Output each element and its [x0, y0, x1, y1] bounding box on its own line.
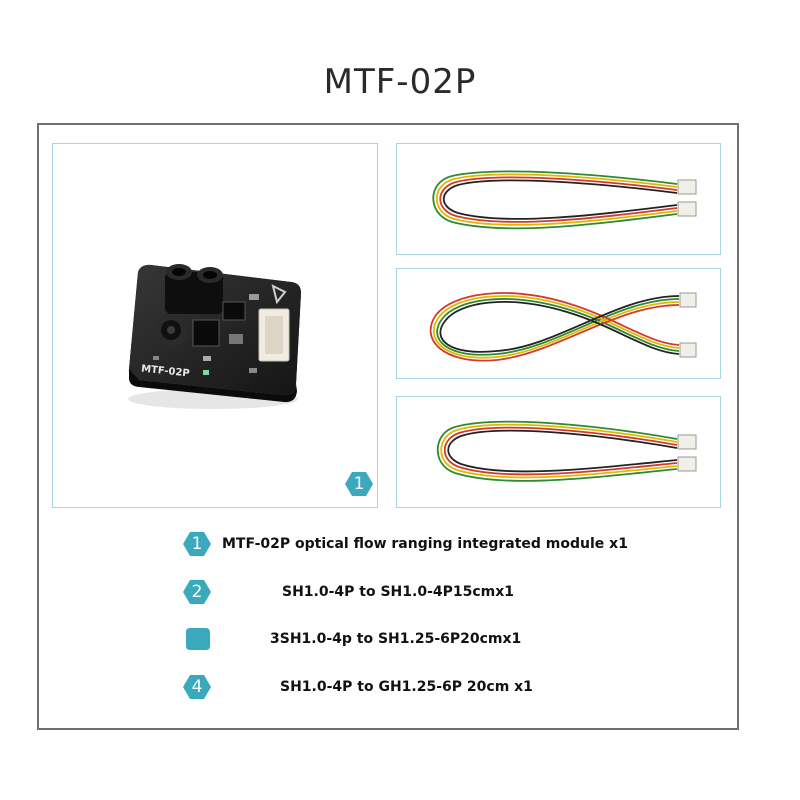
cable-illustration: [429, 292, 697, 362]
cable-illustration: [432, 170, 697, 230]
item-description: MTF-02P optical flow ranging integrated …: [222, 536, 628, 552]
item-description: SH1.0-4P to SH1.0-4P15cmx1: [282, 584, 515, 600]
cable-panel-4: [396, 396, 721, 508]
item-description: SH1.0-4P to GH1.25-6P 20cm x1: [280, 679, 533, 695]
module-photo-panel: MTF-02P 1: [52, 143, 378, 508]
page-title: MTF-02P: [323, 62, 477, 102]
item-number-badge: [182, 626, 212, 652]
item-description: 3SH1.0-4p to SH1.25-6P20cmx1: [270, 631, 522, 647]
cable-panel-2: [396, 143, 721, 255]
item-number-badge: 1: [182, 531, 212, 557]
module-illustration: [128, 264, 301, 409]
package-contents-frame: [37, 123, 739, 730]
item-number-badge: 4: [182, 674, 212, 700]
cable-panel-3: [396, 268, 721, 379]
item-number-badge: 2: [182, 579, 212, 605]
cable-illustration: [436, 420, 697, 482]
item-number-badge: 1: [344, 471, 374, 497]
